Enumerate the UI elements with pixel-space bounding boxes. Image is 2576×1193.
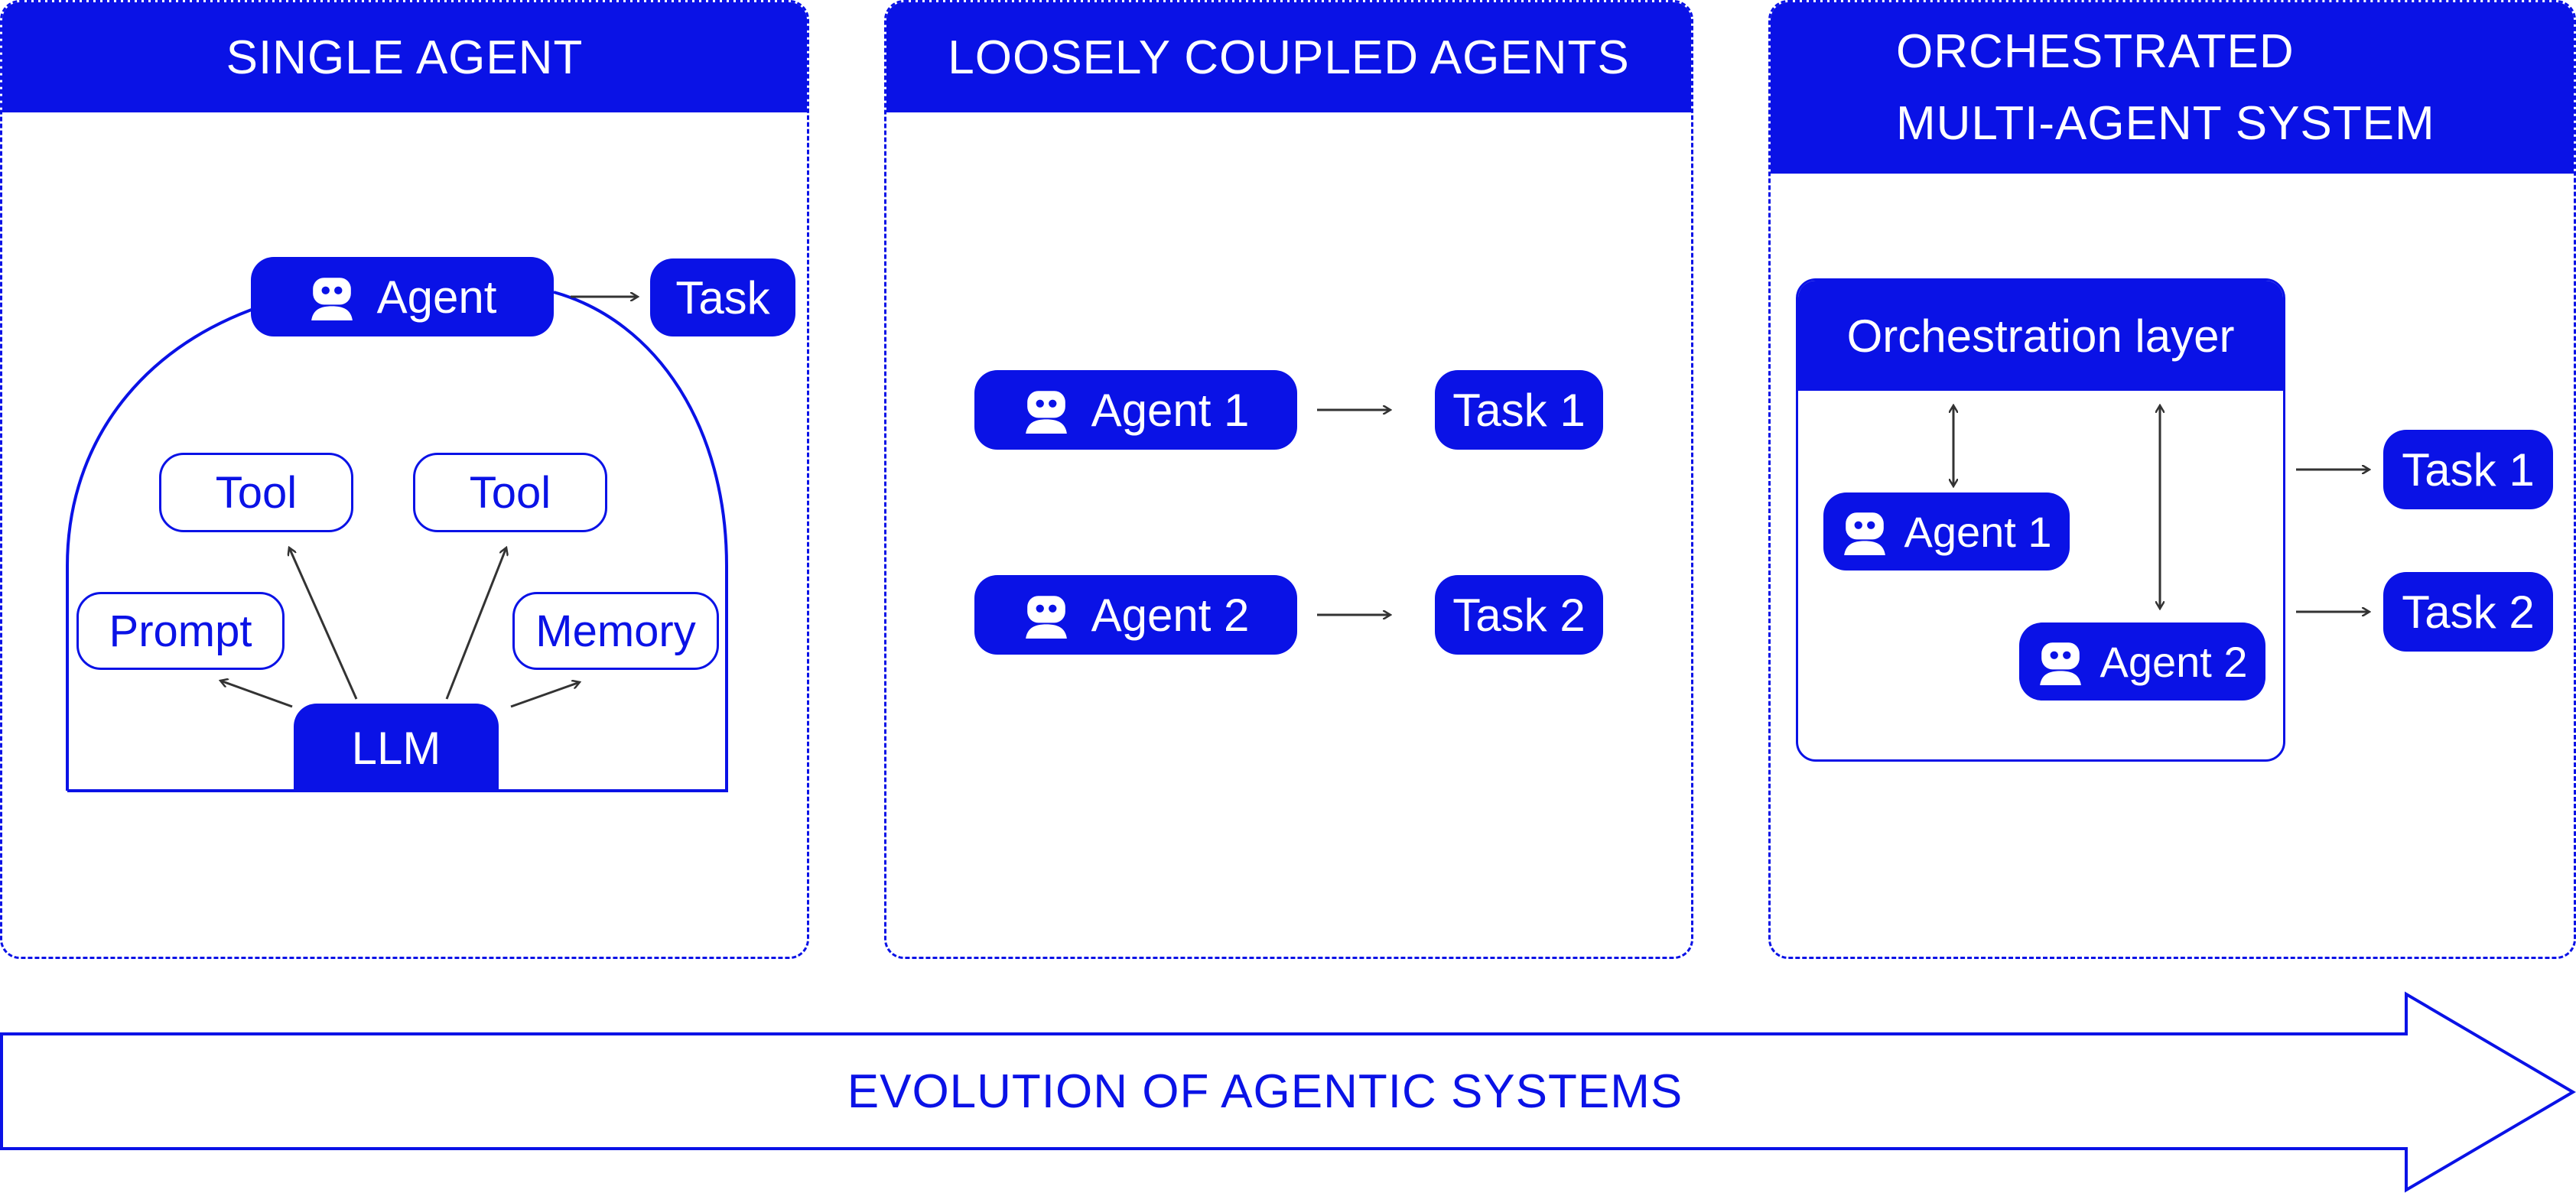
robot-icon xyxy=(1844,512,1886,555)
llm-to-tool-left-arrow xyxy=(289,548,358,700)
loose-task1-label: Task 1 xyxy=(1452,384,1586,436)
evolution-arrow-shape xyxy=(0,991,2576,1193)
orch-task1-label: Task 1 xyxy=(2402,444,2535,496)
tool-left-label: Tool xyxy=(215,467,298,518)
llm-label: LLM xyxy=(351,722,441,774)
memory-node: Memory xyxy=(512,592,719,670)
orch-agent2-label: Agent 2 xyxy=(2100,637,2248,686)
memory-label: Memory xyxy=(535,606,696,656)
robot-icon xyxy=(1025,596,1067,639)
single-agent-header: SINGLE AGENT xyxy=(2,2,807,112)
single-agent-title: SINGLE AGENT xyxy=(226,31,584,84)
orch-agent1-label: Agent 1 xyxy=(1904,507,2052,556)
orch-task2-node: Task 2 xyxy=(2383,572,2553,652)
llm-to-tool-right-arrow xyxy=(445,548,506,700)
orchestrated-header: ORCHESTRATED MULTI-AGENT SYSTEM xyxy=(1771,2,2574,174)
loose-agent2-node: Agent 2 xyxy=(974,575,1297,655)
orchestrated-title-line2: MULTI-AGENT SYSTEM xyxy=(1896,97,2435,150)
orchestrated-title-line1: ORCHESTRATED xyxy=(1896,25,2295,78)
evolution-label: EVOLUTION OF AGENTIC SYSTEMS xyxy=(847,1065,1683,1118)
loose-task2-label: Task 2 xyxy=(1452,589,1586,641)
llm-to-prompt-arrow xyxy=(220,681,293,708)
prompt-node: Prompt xyxy=(76,592,285,670)
loosely-coupled-panel: LOOSELY COUPLED AGENTS xyxy=(884,0,1693,959)
loose-task1-node: Task 1 xyxy=(1435,370,1603,450)
llm-to-memory-arrow xyxy=(510,682,580,708)
task-label: Task xyxy=(675,271,770,323)
tool-right-node: Tool xyxy=(413,453,607,532)
robot-icon xyxy=(1025,391,1067,434)
loosely-coupled-header: LOOSELY COUPLED AGENTS xyxy=(886,2,1691,112)
robot-icon xyxy=(2040,642,2082,685)
orchestration-layer-label: Orchestration layer xyxy=(1846,310,2235,362)
orch-task1-node: Task 1 xyxy=(2383,430,2553,509)
loose-task2-node: Task 2 xyxy=(1435,575,1603,655)
orchestration-layer-header: Orchestration layer xyxy=(1798,281,2283,391)
orch-agent1-node: Agent 1 xyxy=(1823,492,2070,570)
single-agent-panel: SINGLE AGENT xyxy=(0,0,809,959)
robot-icon xyxy=(311,278,353,320)
task-node: Task xyxy=(650,258,795,336)
agent-node: Agent xyxy=(251,257,554,336)
orch-agent2-node: Agent 2 xyxy=(2019,623,2265,701)
llm-node: LLM xyxy=(294,704,499,792)
prompt-label: Prompt xyxy=(109,606,252,656)
orch-task2-label: Task 2 xyxy=(2402,586,2535,638)
tool-right-label: Tool xyxy=(469,467,551,518)
loose-agent2-label: Agent 2 xyxy=(1091,589,1250,641)
loosely-coupled-title: LOOSELY COUPLED AGENTS xyxy=(948,31,1630,84)
loose-agent1-label: Agent 1 xyxy=(1091,384,1250,436)
tool-left-node: Tool xyxy=(159,453,353,532)
agent-label: Agent xyxy=(376,271,497,323)
loose-agent1-node: Agent 1 xyxy=(974,370,1297,450)
